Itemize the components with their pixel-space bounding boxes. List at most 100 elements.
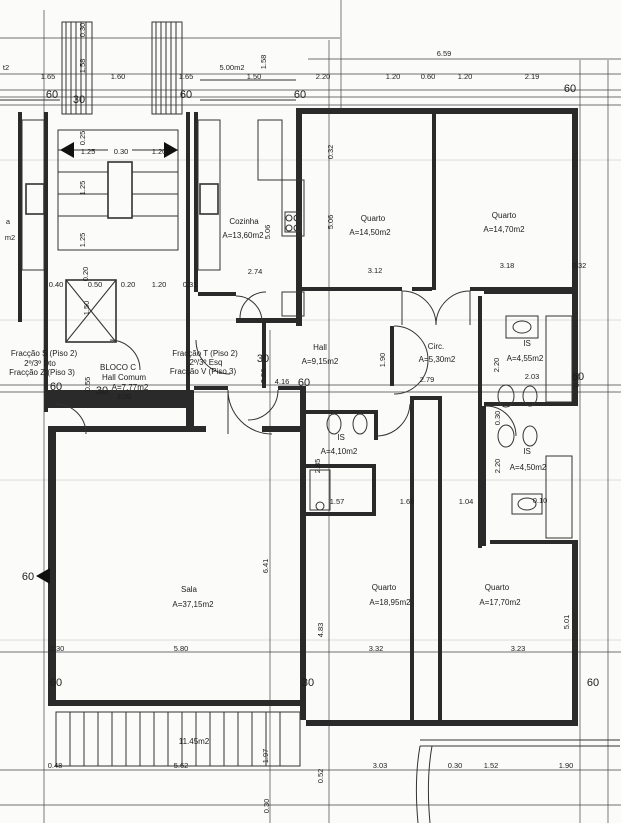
- dim-stair-4: 1.25: [78, 233, 87, 248]
- dim-top-v1: 0.30: [78, 23, 87, 38]
- axis-label-2: 60: [180, 89, 192, 101]
- axis-label-8: 60: [564, 83, 576, 95]
- axis-label-6: 60: [298, 377, 310, 389]
- axis-label-group: 60 60 60 30 30 60 60 60 60 30 30 60 60 6…: [22, 83, 599, 689]
- dim-stair-11: 0.20: [121, 280, 136, 289]
- stair-arrow-left-icon: [60, 142, 74, 158]
- dim-bottom-1: 0.48: [48, 761, 63, 770]
- room-is2-area: A=4,50m2: [510, 463, 547, 472]
- room-sala-name: Sala: [181, 585, 198, 594]
- room-is3-name: IS: [337, 433, 345, 442]
- axis-label-10: 30: [96, 385, 108, 397]
- room-is1-name: IS: [523, 339, 531, 348]
- bathroom-fixtures: [309, 315, 573, 539]
- room-hall-name: Hall: [313, 343, 327, 352]
- dim-low-4: 3.32: [369, 644, 384, 653]
- dim-hall-9: 0.55: [83, 377, 92, 392]
- dim-bottom-9: 0.30: [262, 799, 271, 814]
- room-is1-area: A=4,55m2: [507, 354, 544, 363]
- axis-label-3: 60: [294, 89, 306, 101]
- room-hall-area: A=9,15m2: [302, 357, 339, 366]
- room-circ-area: A=5,30m2: [419, 355, 456, 364]
- dim-mid-4: 1.04: [459, 497, 474, 506]
- dim-stair-8: 0.50: [88, 280, 103, 289]
- fraction-left-3: Fracção Z (Piso 3): [9, 368, 75, 377]
- dim-stair-13: 0.20: [81, 267, 90, 282]
- dim-hall-4: 2.79: [420, 375, 435, 384]
- edge-texts: a m2 t2 5.00m2: [3, 63, 245, 242]
- dim-bottom-2: 5.62: [174, 761, 189, 770]
- room-cozinha-area: A=13,60m2: [222, 231, 264, 240]
- dim-mid-1: 2.85: [313, 459, 322, 474]
- room-quarto2-area: A=14,70m2: [483, 225, 525, 234]
- dim-room-2: 5.06: [326, 215, 335, 230]
- dim-kitchen-2: 2.74: [248, 267, 263, 276]
- dim-bottom-4: 0.52: [316, 769, 325, 784]
- room-quarto1-area: A=14,50m2: [349, 228, 391, 237]
- dim-low-7: 0.30: [50, 644, 65, 653]
- dim-stair-6: 1.20: [152, 280, 167, 289]
- axis-label-5: 30: [257, 353, 269, 365]
- room-labels: Cozinha A=13,60m2 Quarto A=14,50m2 Quart…: [100, 211, 547, 746]
- dim-top-6: 1.20: [386, 72, 401, 81]
- room-quarto2-name: Quarto: [492, 211, 517, 220]
- walls: [18, 108, 578, 726]
- room-quarto3-name: Quarto: [372, 583, 397, 592]
- axis-label-4: 30: [73, 94, 85, 106]
- dim-stair-12: 0.31: [183, 280, 198, 289]
- fraction-left-1: Fracção S (Piso 2): [11, 349, 78, 358]
- axis-label-7: 60: [50, 381, 62, 393]
- top-area-label: 5.00m2: [219, 63, 244, 72]
- dim-hall-2: 4.16: [275, 377, 290, 386]
- dim-kitchen-1: 5.06: [263, 225, 272, 240]
- staircase: [57, 129, 179, 343]
- dim-top-total: 6.59: [437, 49, 452, 58]
- room-quarto4-name: Quarto: [485, 583, 510, 592]
- edge-text-t2: t2: [3, 63, 9, 72]
- dim-top-v2: 1.58: [78, 59, 87, 74]
- dim-mid-7: 0.10: [533, 496, 548, 505]
- dim-mid-6: 0.30: [493, 411, 502, 426]
- dim-hall-7: 0.50: [572, 373, 581, 388]
- fraction-right-2: 2º/3º Esq: [190, 358, 223, 367]
- kitchen-fixtures: [21, 119, 305, 317]
- dim-mid-5: 2.20: [493, 459, 502, 474]
- dim-bottom-3: 1.97: [261, 749, 270, 764]
- dim-room-4: 3.18: [500, 261, 515, 270]
- dim-low-3: 5.80: [174, 644, 189, 653]
- dim-low-1: 6.41: [261, 559, 270, 574]
- dim-stair-10: 0.40: [49, 280, 64, 289]
- room-hall-comum-line1: BLOCO C: [100, 363, 136, 372]
- dim-room-3: 3.12: [368, 266, 383, 275]
- room-is3-area: A=4,10m2: [321, 447, 358, 456]
- stair-arrow-right-icon: [164, 142, 178, 158]
- bottom-balcony-railing: [55, 711, 620, 823]
- dim-low-5: 3.23: [511, 644, 526, 653]
- fraction-right-1: Fracção T (Piso 2): [172, 349, 238, 358]
- dim-bottom-5: 3.03: [373, 761, 388, 770]
- dim-low-2: 4.83: [316, 623, 325, 638]
- dim-stair-9: 1.20: [152, 147, 167, 156]
- dim-stair-7: 1.50: [82, 301, 91, 316]
- room-hall-comum-line2: Hall Comum: [102, 373, 146, 382]
- fraction-labels: Fracção S (Piso 2) 2º/3º Dto Fracção Z (…: [9, 349, 238, 377]
- room-hall-comum-area: A=7,77m2: [112, 383, 149, 392]
- dim-room-1: 0.32: [326, 145, 335, 160]
- axis-label-9: 60: [22, 571, 34, 583]
- dim-stair-5: 1.25: [81, 147, 96, 156]
- axis-label-11: 30: [302, 677, 314, 689]
- dim-bottom-6: 0.30: [448, 761, 463, 770]
- dim-top-1: 1.65: [41, 72, 56, 81]
- axis-label-1: 60: [46, 89, 58, 101]
- dim-hall-8: 3.00: [117, 392, 132, 401]
- axis-label-14: 60: [572, 371, 584, 383]
- room-circ-name: Circ.: [428, 342, 444, 351]
- dim-low-6: 5.01: [562, 615, 571, 630]
- dim-stair-2: 0.30: [114, 147, 129, 156]
- dim-bottom-7: 1.52: [484, 761, 499, 770]
- dim-bottom-8: 1.90: [559, 761, 574, 770]
- dim-hall-1: 2.56: [259, 369, 268, 384]
- dim-mid-2: 1.57: [330, 497, 345, 506]
- room-sala-area: A=37,15m2: [172, 600, 214, 609]
